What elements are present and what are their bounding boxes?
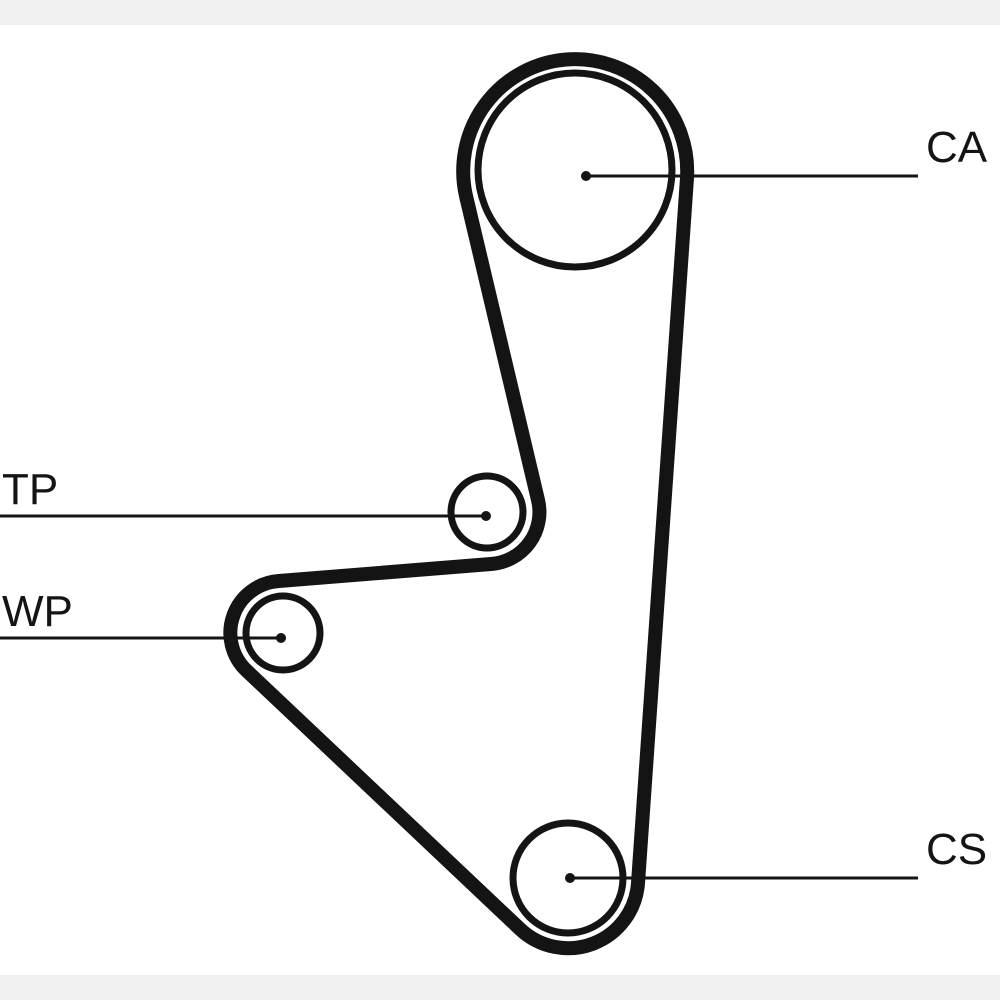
leader-dot-crankshaft bbox=[565, 873, 575, 883]
water-pump-pulley bbox=[242, 592, 324, 674]
label-water-pump: WP bbox=[2, 587, 73, 636]
timing-belt bbox=[223, 52, 695, 956]
label-camshaft: CA bbox=[926, 123, 988, 172]
top-edge-band bbox=[0, 0, 1000, 25]
leader-dot-water-pump bbox=[276, 633, 286, 643]
leader-dot-camshaft bbox=[581, 171, 591, 181]
label-crankshaft: CS bbox=[926, 825, 987, 874]
label-tensioner: TP bbox=[2, 465, 58, 514]
camshaft-pulley bbox=[474, 69, 676, 271]
leader-dot-tensioner bbox=[481, 511, 491, 521]
bottom-edge-band bbox=[0, 975, 1000, 1000]
